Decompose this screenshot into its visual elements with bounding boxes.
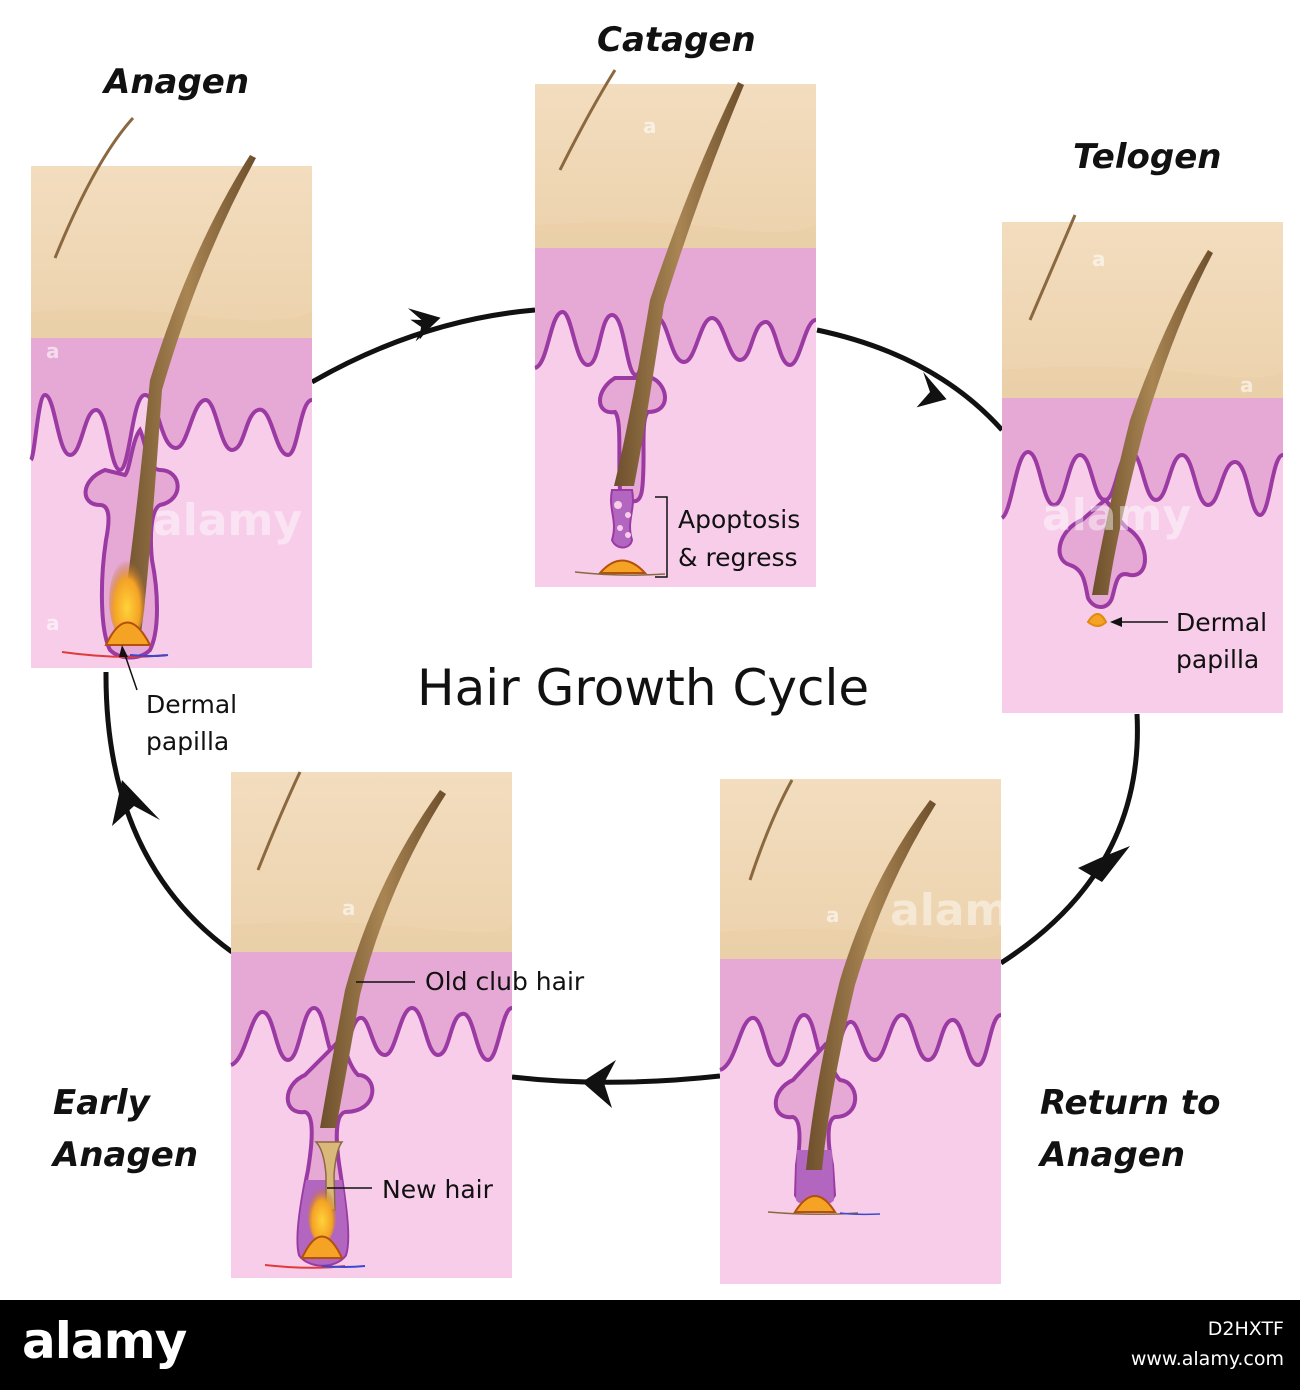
- apoptosis-bracket: [655, 496, 668, 578]
- diagram-title: Hair Growth Cycle: [417, 659, 869, 717]
- stage-label-anagen: Anagen: [101, 62, 249, 102]
- annotation-apoptosis-2: & regress: [678, 543, 798, 572]
- watermark: alamy: [1042, 490, 1191, 541]
- watermark-mark: a: [46, 339, 60, 363]
- annotation-dermal-papilla-anagen-1: Dermal: [146, 690, 237, 719]
- arrow-catagen-to-telogen: [816, 327, 1004, 432]
- footer-image-id: D2HXTF: [1207, 1318, 1284, 1340]
- stage-label-return-to-anagen-2: Anagen: [1037, 1135, 1185, 1175]
- arrow-return-to-early: [511, 1073, 721, 1085]
- annotation-new-hair: New hair: [382, 1175, 494, 1204]
- annotation-dermal-papilla-telogen-1: Dermal: [1176, 608, 1267, 637]
- arrowhead-5: [112, 780, 160, 826]
- panel-early-anagen: a: [229, 771, 513, 1278]
- watermark-mark: a: [643, 114, 657, 138]
- watermark: alamy: [153, 495, 302, 546]
- annotation-dermal-papilla-anagen-2: papilla: [146, 727, 229, 756]
- stage-label-return-to-anagen-1: Return to: [1040, 1083, 1220, 1123]
- anagen-papilla-pointer: [123, 651, 138, 691]
- watermark: alamy: [890, 885, 1039, 936]
- arrow-telogen-to-return: [999, 713, 1140, 966]
- arrow-early-to-anagen: [103, 671, 234, 955]
- footer-url: www.alamy.com: [1130, 1348, 1284, 1370]
- footer-bar: alamy D2HXTF www.alamy.com: [0, 1300, 1300, 1390]
- arrowhead-4: [582, 1060, 616, 1108]
- arrowheads: [112, 308, 1130, 1108]
- panel-anagen: alamy a a: [29, 116, 313, 668]
- stage-label-telogen: Telogen: [1073, 137, 1221, 177]
- stage-label-early-anagen-2: Anagen: [50, 1135, 198, 1175]
- watermark-mark: a: [1240, 373, 1254, 397]
- panel-telogen: alamy a a: [1000, 214, 1284, 713]
- arrowhead-1: [407, 308, 441, 342]
- footer-logo: alamy: [22, 1312, 187, 1370]
- annotation-dermal-papilla-telogen-2: papilla: [1176, 645, 1259, 674]
- panel-catagen: a: [533, 69, 817, 587]
- watermark-mark: a: [826, 903, 840, 927]
- watermark-mark: a: [46, 611, 60, 635]
- watermark-mark: a: [342, 896, 356, 920]
- arrowhead-2: [916, 371, 947, 408]
- annotation-old-club-hair: Old club hair: [425, 967, 585, 996]
- panel-return-to-anagen: alamy a: [718, 779, 1039, 1284]
- annotation-apoptosis-1: Apoptosis: [678, 505, 800, 534]
- stage-label-early-anagen-1: Early: [53, 1083, 152, 1123]
- stage-label-catagen: Catagen: [597, 20, 756, 60]
- arrowhead-3: [1078, 846, 1130, 882]
- watermark-mark: a: [1092, 247, 1106, 271]
